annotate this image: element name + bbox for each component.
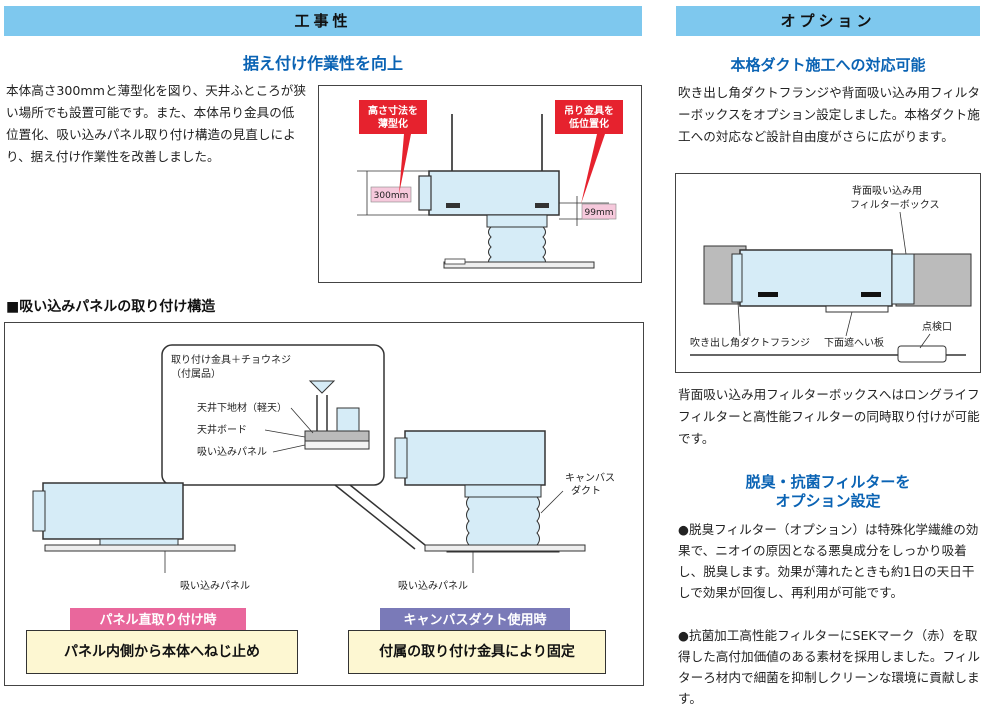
inset-label-panel: 吸い込みパネル: [197, 446, 267, 458]
bullet-antibacterial: ●抗菌加工高性能フィルターにSEKマーク（赤）を取得した高付加価値のある素材を採…: [678, 628, 980, 706]
panel-structure-svg: 取り付け金具＋チョウネジ （付属品） 天井下地材（軽天） 天井ボード 吸い込みパ…: [32, 344, 615, 592]
section-title-filters-line2: オプション設定: [775, 492, 881, 510]
dimension-99mm: 99mm: [585, 208, 614, 218]
installation-diagram-svg: 300mm 99mm 高さ寸法を 薄型化 吊り金具を 低位置化: [357, 100, 623, 269]
inset-label-subframe: 天井下地材（軽天）: [197, 401, 287, 414]
section-title-duct: 本格ダクト施工への対応可能: [730, 56, 926, 74]
section-title-installation: 据え付け作業性を向上: [242, 54, 403, 73]
label-flange: 吹き出し角ダクトフランジ: [690, 336, 810, 349]
panel-label-left: 吸い込みパネル: [180, 580, 250, 592]
section-title-filters-line1: 脱臭・抗菌フィルターを: [745, 473, 911, 491]
installation-description: 本体高さ300mmと薄型化を図り、天井ふところが狭い場所でも設置可能です。また、…: [6, 83, 306, 164]
canvas-duct-label-line2: ダクト: [571, 484, 601, 497]
callout-hanger-line2: 低位置化: [568, 117, 609, 130]
duct-description: 吹き出し角ダクトフランジや背面吸い込み用フィルターボックスをオプション設定しまし…: [678, 85, 980, 144]
callout-hanger-line1: 吊り金具を: [564, 104, 614, 117]
panel-label-right: 吸い込みパネル: [398, 580, 468, 592]
option-diagram-svg: 背面吸い込み用 フィルターボックス 吹き出し角ダクトフランジ 下面遮へい板 点検…: [690, 184, 972, 363]
panel-structure-heading: ■吸い込みパネルの取り付け構造: [6, 299, 216, 315]
left-section-header: 工事性: [4, 6, 642, 36]
label-shield: 下面遮へい板: [824, 336, 884, 349]
label-inspection: 点検口: [922, 320, 952, 333]
inset-label-bracket-sub: （付属品）: [171, 367, 221, 380]
box-canvas-duct: 付属の取り付け金具により固定: [348, 630, 606, 674]
canvas-duct-label-line1: キャンバス: [565, 472, 615, 484]
inset-label-bracket: 取り付け金具＋チョウネジ: [171, 353, 291, 366]
box-panel-direct: パネル内側から本体へねじ止め: [26, 630, 298, 674]
installation-diagram: 300mm 99mm 高さ寸法を 薄型化 吊り金具を 低位置化: [318, 85, 642, 283]
tag-panel-direct: パネル直取り付け時: [70, 608, 246, 634]
filterbox-description: 背面吸い込み用フィルターボックスへはロングライフフィルターと高性能フィルターの同…: [678, 387, 980, 446]
callout-low-profile-line2: 薄型化: [378, 117, 408, 130]
inset-label-ceiling-board: 天井ボード: [197, 423, 247, 436]
bullet-deodorize: ●脱臭フィルター（オプション）は特殊化学繊維の効果で、ニオイの原因となる悪臭成分…: [678, 522, 979, 600]
dimension-300mm: 300mm: [374, 191, 409, 201]
right-section-header: オプション: [676, 6, 980, 36]
callout-low-profile-line1: 高さ寸法を: [368, 104, 418, 117]
option-diagram: 背面吸い込み用 フィルターボックス 吹き出し角ダクトフランジ 下面遮へい板 点検…: [675, 173, 981, 373]
label-filterbox-line2: フィルターボックス: [850, 199, 940, 211]
tag-canvas-duct: キャンバスダクト使用時: [380, 608, 570, 634]
label-filterbox-line1: 背面吸い込み用: [852, 184, 922, 197]
